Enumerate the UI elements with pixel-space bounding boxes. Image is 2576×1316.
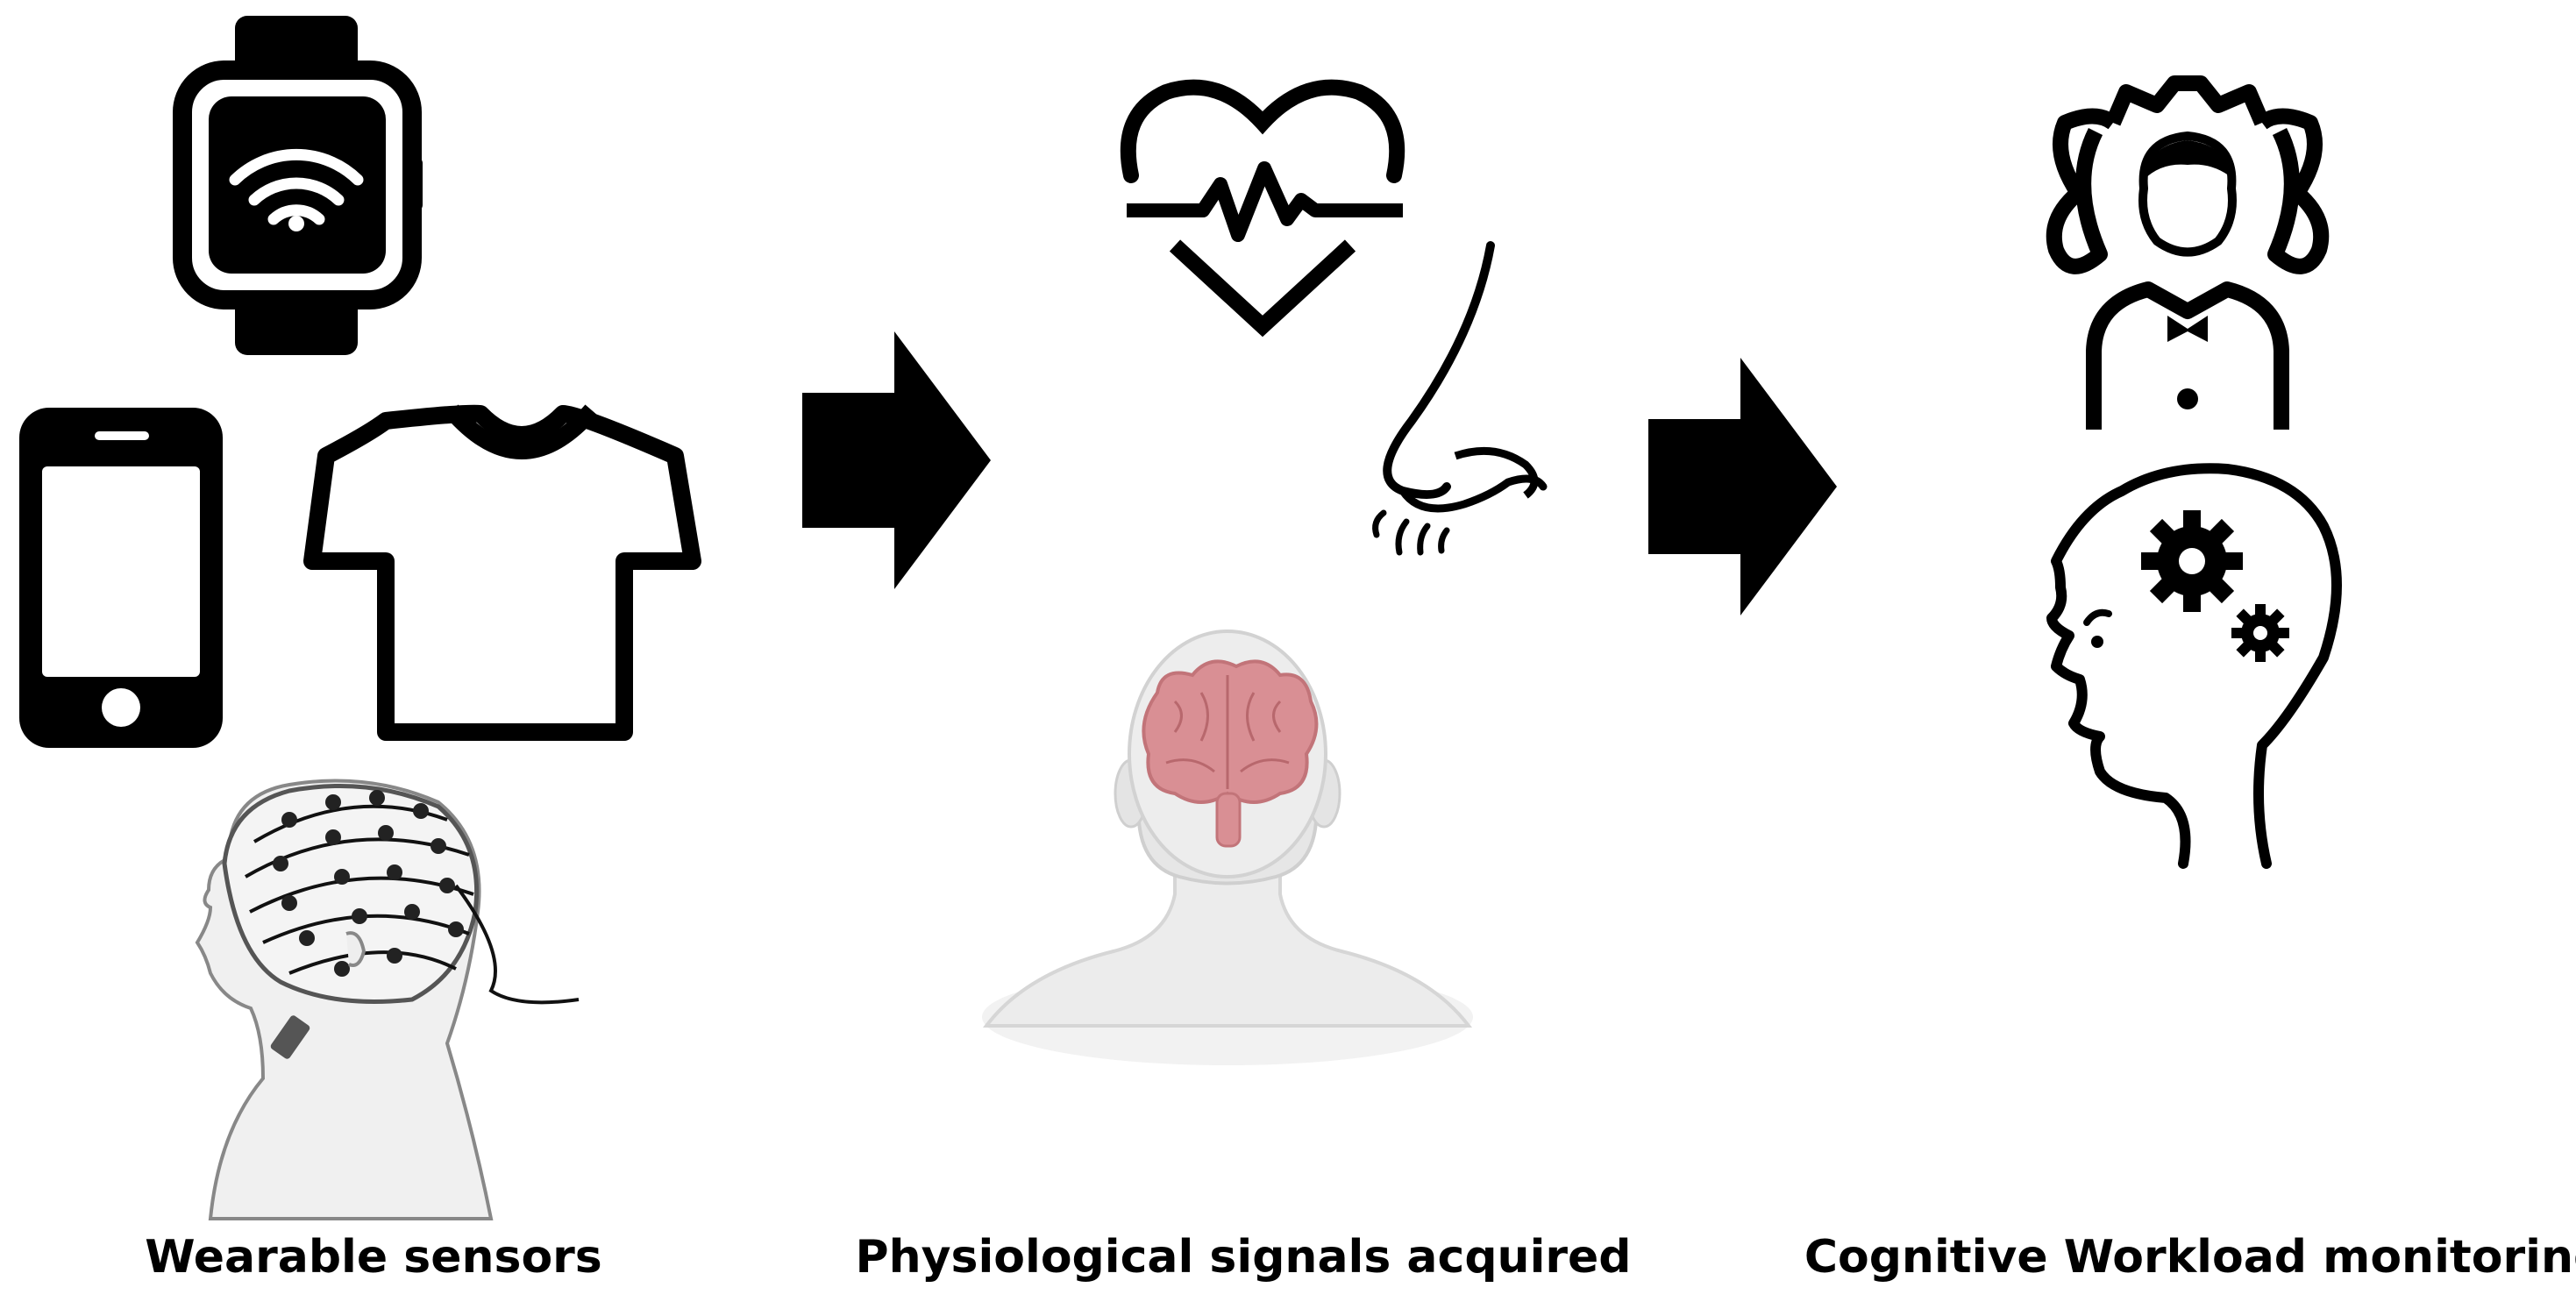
smartwatch-wifi-icon bbox=[173, 16, 423, 355]
eeg-cap-head-icon bbox=[195, 779, 580, 1220]
heart-rate-icon bbox=[1120, 79, 1405, 338]
stage-label-cognitive-workload: Cognitive Workload monitoring bbox=[1804, 1231, 2576, 1284]
head-gears-icon bbox=[2046, 463, 2342, 869]
nose-breathing-icon bbox=[1372, 241, 1548, 556]
flow-arrow-2 bbox=[1648, 358, 1837, 615]
flow-arrow-1 bbox=[802, 331, 991, 589]
stage-label-physiological-signals: Physiological signals acquired bbox=[855, 1231, 1632, 1284]
stage-label-wearable-sensors: Wearable sensors bbox=[145, 1231, 602, 1284]
smartphone-icon bbox=[19, 408, 223, 748]
t-shirt-icon bbox=[303, 404, 701, 741]
person-gear-icon bbox=[2046, 75, 2330, 430]
brain-head-icon bbox=[982, 630, 1473, 1065]
